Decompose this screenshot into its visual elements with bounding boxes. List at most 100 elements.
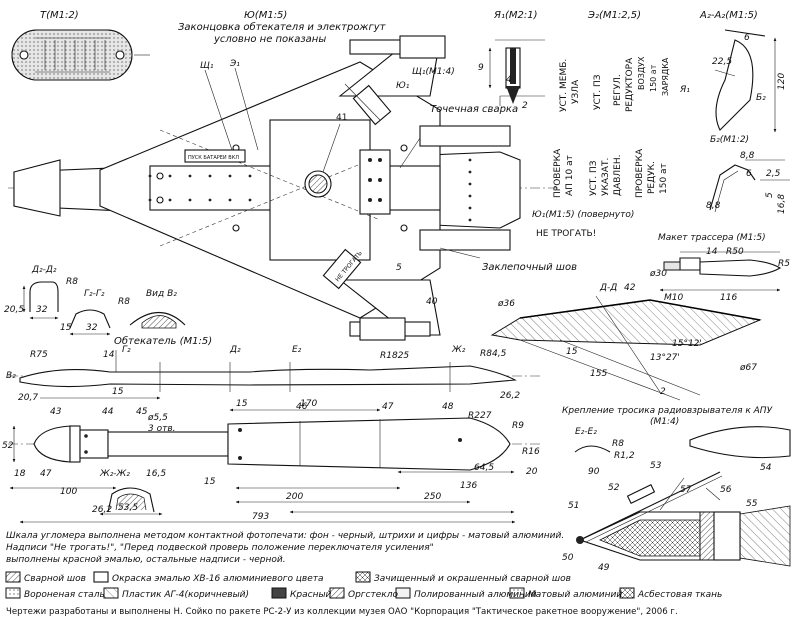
- num-48: 48: [442, 402, 454, 412]
- dimension-texts: R75 14 15 R1825 R84,5 20,7 26,2 15 170 5…: [2, 33, 790, 573]
- label-tracer: Макет трассера (М1:5): [658, 233, 766, 243]
- dim-64-5: 64,5: [474, 463, 494, 473]
- section-zh2: [99, 487, 163, 516]
- dim-phi-5-5: ø5,5: [147, 413, 168, 423]
- num-50: 50: [562, 553, 574, 563]
- stencil-ap10: АП 10 ат: [565, 155, 575, 196]
- label-g2: Г₂-Г₂: [84, 289, 105, 299]
- dim-r845: R84,5: [480, 349, 507, 359]
- stencil-zaryadka: ЗАРЯДКА: [661, 57, 670, 96]
- dim-18: 18: [14, 469, 26, 479]
- legend-label: Сварной шов: [24, 574, 86, 584]
- stencil-proverka2: ПРОВЕРКА: [635, 148, 645, 198]
- callout-yu1: Ю₁: [396, 81, 410, 91]
- callout-rivet-seam: Заклепочный шов: [482, 262, 577, 273]
- dim-phi67: ø67: [739, 363, 757, 373]
- callout-41: 41: [336, 113, 347, 123]
- dim-16-8: 16,8: [777, 194, 787, 214]
- num-49: 49: [598, 563, 610, 573]
- label-sh1: Щ₁(М1:4): [412, 67, 455, 77]
- dim-m10: M10: [664, 293, 683, 303]
- dim-22-5: 22,5: [712, 57, 732, 67]
- num-54: 54: [760, 463, 772, 473]
- label-yu: Ю(М1:5): [244, 10, 287, 21]
- legend-label: Оргстекло: [348, 590, 398, 600]
- dim-20-7: 20,7: [18, 393, 38, 403]
- rivet-row: [148, 158, 472, 222]
- dim-26-2: 26,2: [500, 391, 520, 401]
- dim-5: 5: [396, 263, 402, 273]
- dim-3-holes: 3 отв.: [148, 424, 176, 434]
- dim-15d: 15: [60, 323, 72, 333]
- dim-phi36: ø36: [497, 299, 515, 309]
- note-line-1: Шкала угломера выполнена методом контакт…: [6, 531, 564, 541]
- apu-cable-detail: [574, 426, 791, 567]
- num-47: 47: [382, 402, 394, 412]
- dim-15e: 15: [566, 347, 578, 357]
- stencil-panel-top: УСТ. МЕМБ. УЗЛА УСТ. ПЗ РЕГУЛ. РЕДУКТОРА…: [559, 56, 670, 112]
- num-51: 51: [568, 501, 579, 511]
- dim-32a: 32: [36, 305, 48, 315]
- dim-15c: 15: [204, 477, 216, 487]
- num-56: 56: [720, 485, 732, 495]
- angle-scale-plate: [11, 29, 150, 81]
- callout-d2: Д₂: [229, 345, 241, 355]
- dim-250: 250: [424, 492, 441, 502]
- callout-zh2: Ж₂: [451, 345, 466, 355]
- detail-b2: [709, 159, 790, 213]
- num-52: 52: [608, 483, 620, 493]
- dim-r227: R227: [468, 411, 492, 421]
- stencil-proverka: ПРОВЕРКА: [553, 148, 563, 198]
- label-b2: Б₂(М1:2): [710, 135, 749, 145]
- stencil-regul: РЕГУЛ.: [613, 74, 623, 106]
- dim-15a: 15: [112, 387, 124, 397]
- note-fairing-2: условно не показаны: [213, 34, 326, 45]
- legend-label: Вороненая сталь: [24, 590, 105, 600]
- section-dd: [490, 295, 762, 401]
- note-fairing: Законцовка обтекателя и электрожгут: [178, 21, 387, 33]
- dim-170: 170: [300, 399, 317, 409]
- detail-ya1: [488, 39, 545, 106]
- dim-2: 2: [660, 387, 666, 397]
- label-e2: Э₂(М1:2,5): [587, 10, 641, 21]
- dim-2-5: 2,5: [766, 169, 781, 179]
- dim-32b: 32: [86, 323, 98, 333]
- dim-26-2b: 26,2: [92, 505, 112, 515]
- label-apu-scale: (М1:4): [650, 417, 679, 427]
- dim-47: 47: [40, 469, 52, 479]
- note-line-3: выполнены красной эмалью, остальные надп…: [6, 555, 286, 565]
- dim-r1825: R1825: [380, 351, 409, 361]
- stencil-ust-pz: УСТ. ПЗ: [593, 74, 603, 110]
- dim-15b: 15: [236, 399, 248, 409]
- num-45: 45: [136, 407, 148, 417]
- dim-r5: R5: [778, 259, 790, 269]
- dim-40: 40: [426, 297, 438, 307]
- legend-label: Асбестовая ткань: [637, 590, 722, 600]
- stencil-panel-bottom: ПРОВЕРКА АП 10 ат УСТ. ПЗ УКАЗАТ. ДАВЛЕН…: [553, 148, 669, 198]
- legend-label: Пластик АГ-4(коричневый): [122, 590, 249, 600]
- label-zh2: Ж₂-Ж₂: [99, 469, 130, 479]
- stencil-ust-memb: УСТ. МЕМБ.: [559, 59, 569, 112]
- dim-6: 6: [744, 33, 750, 43]
- callout-e1: Э₁: [229, 59, 240, 69]
- note-line-2: Надписи "Не трогать!", "Перед подвеской …: [6, 543, 434, 553]
- dim-r50: R50: [726, 247, 744, 257]
- stencil-davlen: ДАВЛЕН.: [613, 155, 623, 196]
- label-d2: Д₂-Д₂: [31, 265, 57, 275]
- num-57: 57: [680, 485, 692, 495]
- dim-ya-2: 2: [522, 101, 528, 111]
- section-a2: [714, 29, 777, 133]
- stencil-uzla: УЗЛА: [571, 79, 581, 104]
- dim-20-5: 20,5: [4, 305, 24, 315]
- dim-r9: R9: [512, 421, 524, 431]
- dim-6b: 6: [746, 169, 752, 179]
- tracer-mock: [659, 251, 782, 292]
- dim-16-5: 16,5: [146, 469, 166, 479]
- dim-phi30: ø30: [649, 269, 667, 279]
- dim-13-27: 13°27': [650, 353, 680, 363]
- view-v2: [129, 312, 186, 329]
- dim-14: 14: [103, 350, 115, 360]
- dim-5b: 5: [765, 192, 775, 198]
- label-dd: Д-Д: [599, 283, 617, 293]
- dim-52: 52: [2, 441, 14, 451]
